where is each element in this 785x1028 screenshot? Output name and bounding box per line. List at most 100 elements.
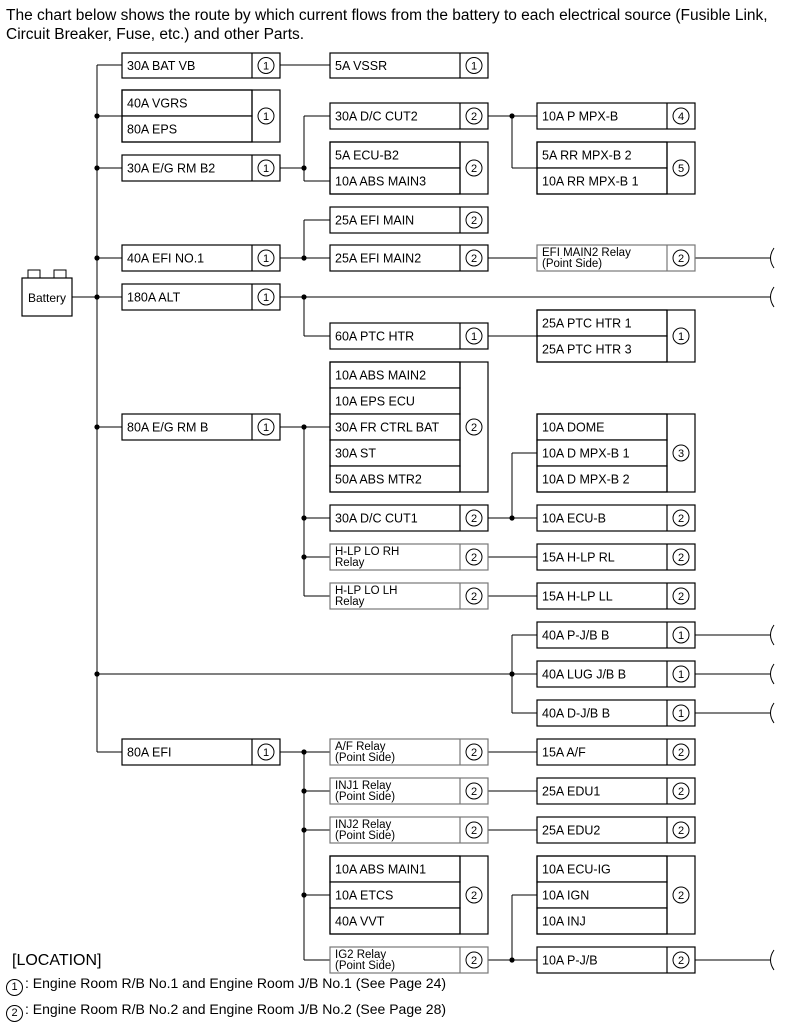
location-marker: 2 [672,886,690,904]
location-marker: 2 [672,743,690,761]
battery-label: Battery [28,291,66,305]
location-marker: 2 [672,821,690,839]
location-marker: 2 [465,107,483,125]
legend-text: : Engine Room R/B No.2 and Engine Room J… [25,1001,447,1017]
box-label-sub: (Point Side) [542,258,602,270]
box-ecu-ig: 10A ECU-IG [536,855,668,883]
location-marker: 2 [465,418,483,436]
location-number: 4 [678,111,684,123]
location-marker: 1 [257,418,275,436]
location-marker: 1 [672,626,690,644]
box-label: 5A ECU-B2 [335,149,399,163]
box-pjb-b: 1 40A P-J/B B [536,621,696,649]
location-marker: 2 [465,548,483,566]
box-label: H-LP LO LH [335,585,397,597]
location-marker: 2 [465,587,483,605]
box-label: 15A H-LP RL [542,551,615,565]
location-number: 2 [471,955,477,967]
box-label: 10A EPS ECU [335,395,415,409]
location-number: 2 [678,955,684,967]
box-abs-mtr2: 50A ABS MTR2 [329,465,461,493]
box-label: 25A EFI MAIN [335,214,414,228]
location-marker: 1 [257,249,275,267]
location-marker: 1 [257,107,275,125]
location-number: 2 [471,163,477,175]
location-number: 2 [471,890,477,902]
box-group: 5 [536,141,696,195]
box-group: 3 [536,413,696,493]
location-marker: 2 [465,951,483,969]
box-vssr: 15A VSSR [329,52,489,79]
box-label: 80A E/G RM B [127,421,208,435]
box-label-sub: (Point Side) [335,960,395,972]
box-label-sub: (Point Side) [335,791,395,803]
location-number: 2 [471,747,477,759]
box-label: 40A P-J/B B [542,629,609,643]
box-label: 25A PTC HTR 1 [542,317,632,331]
box-label: 10A RR MPX-B 1 [542,175,639,189]
box-label: 30A ST [335,447,376,461]
wires [72,64,775,971]
box-group: 2 [329,855,489,935]
box-group: 2 [536,855,696,935]
box-label: 30A E/G RM B2 [127,162,215,176]
location-marker: 2 [672,951,690,969]
location-number: 1 [263,747,269,759]
box-label: 10A ETCS [335,889,393,903]
battery: Battery [21,269,73,317]
location-marker: 1 [672,704,690,722]
location-number: 1 [678,708,684,720]
location-number: 2 [678,825,684,837]
location-number: 2 [678,747,684,759]
location-number: 1 [263,163,269,175]
box-label: 10A ECU-B [542,512,606,526]
box-label: 10A ABS MAIN1 [335,863,426,877]
box-label: A/F Relay [335,741,386,753]
box-eg-rm-b2: 1 30A E/G RM B2 [121,154,281,182]
location-marker: 3 [672,444,690,462]
box-ecu-b2: 5A ECU-B2 [329,141,461,169]
box-label: IG2 Relay [335,949,386,961]
box-vgrs: 40A VGRS [121,89,253,117]
location-marker: 1 [672,327,690,345]
location-marker: 2 [672,587,690,605]
box-label: 10A ABS MAIN2 [335,369,426,383]
location-number: 2 [678,890,684,902]
box-ign: 10A IGN [536,881,668,909]
box-label: 25A PTC HTR 3 [542,343,632,357]
location-marker: 4 [672,107,690,125]
location-marker: 2 [465,821,483,839]
box-label: 10A D MPX-B 2 [542,473,630,487]
box-label: 30A D/C CUT2 [335,110,418,124]
box-label: H-LP LO RH [335,546,399,558]
box-eg-rm-b: 1 80A E/G RM B [121,413,281,441]
location-marker: 1 [257,57,275,74]
box-label: 25A EFI MAIN2 [335,252,421,266]
location-marker: 2 [465,509,483,527]
box-d-mpx-b2: 10A D MPX-B 2 [536,465,668,493]
box-label: 10A D MPX-B 1 [542,447,630,461]
location-marker: 1 [465,57,483,74]
location-number: 2 [678,552,684,564]
location-marker: 2 [672,782,690,800]
location-marker: 1 [257,288,275,306]
location-marker: 2 [465,159,483,177]
location-number: 1 [678,630,684,642]
box-label: 40A VGRS [127,97,187,111]
box-label: 30A FR CTRL BAT [335,421,440,435]
box-label: 50A ABS MTR2 [335,473,422,487]
location-number: 2 [471,591,477,603]
box-label: 25A EDU2 [542,824,600,838]
